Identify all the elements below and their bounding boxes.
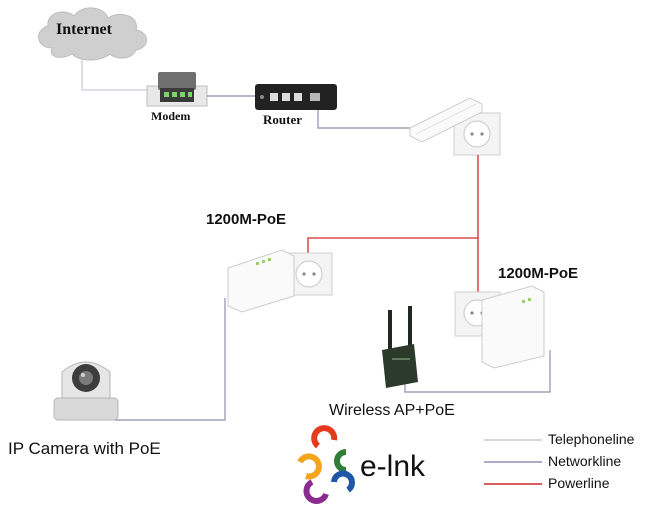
camera-label: IP Camera with PoE xyxy=(8,439,161,458)
legend-powerline-label: Powerline xyxy=(548,475,610,491)
wireless-ap-icon xyxy=(382,306,418,388)
internet-cloud-icon xyxy=(38,7,147,61)
internet-label: Internet xyxy=(56,21,112,38)
router-label: Router xyxy=(263,112,302,127)
powerline-left-branch xyxy=(307,237,478,262)
telephone-line xyxy=(81,60,150,91)
modem-icon xyxy=(146,72,208,107)
left-poe-label: 1200M-PoE xyxy=(206,211,287,228)
left-poe-adapter-icon xyxy=(227,249,333,313)
ap-label: Wireless AP+PoE xyxy=(329,402,455,419)
e-lnk-logo-icon xyxy=(297,425,355,504)
right-poe-label: 1200M-PoE xyxy=(498,265,579,282)
legend-telephoneline-label: Telephoneline xyxy=(548,431,635,447)
legend-networkline-label: Networkline xyxy=(548,453,622,469)
modem-label: Modem xyxy=(151,109,191,123)
ap-line xyxy=(404,350,551,393)
router-icon xyxy=(255,84,337,110)
right-poe-adapter-icon xyxy=(454,285,545,369)
top-powerline-adapter-icon xyxy=(409,97,501,156)
camera-line xyxy=(115,298,226,421)
router-adapter-line xyxy=(317,110,420,129)
ip-camera-icon xyxy=(53,361,119,421)
brand-name: e-lnk xyxy=(360,450,426,483)
